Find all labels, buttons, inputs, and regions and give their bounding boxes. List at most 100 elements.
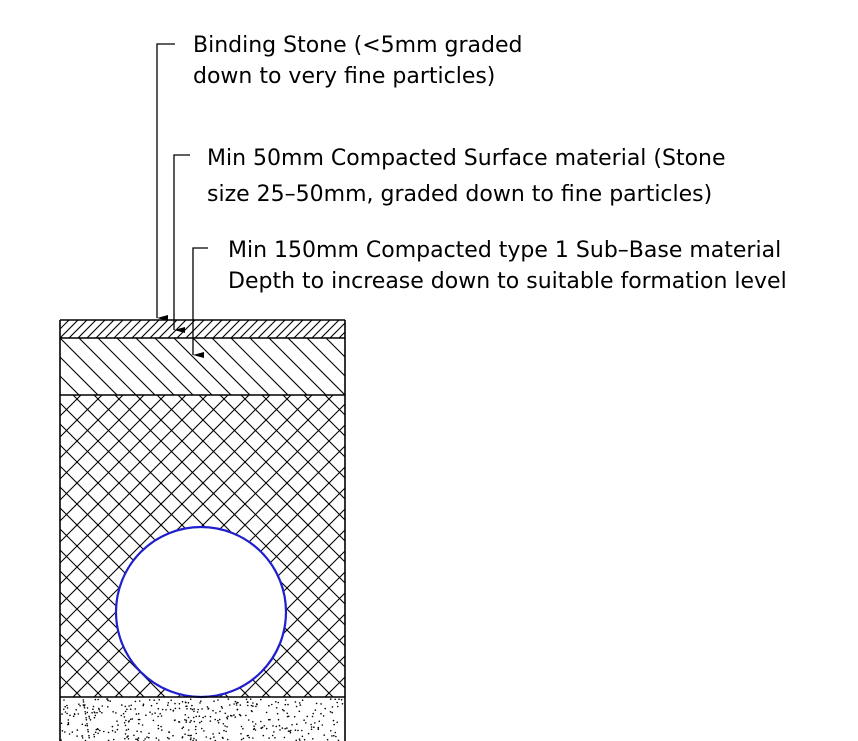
bedding-dot [99, 729, 101, 732]
bedding-dot [206, 706, 209, 708]
subbase-hatch-line [556, 395, 858, 697]
bedding-dot [294, 729, 297, 731]
bedding-dot [92, 705, 95, 708]
bedding-dot [296, 723, 298, 725]
subbase-hatch-line [598, 395, 858, 697]
bedding-dot [174, 702, 176, 705]
subbase-hatch-line [240, 395, 345, 500]
bedding-dot [189, 698, 192, 700]
bedding-dot [254, 723, 257, 725]
bedding-dot [161, 708, 164, 711]
bedding-dot [124, 710, 127, 713]
bedding-dot [314, 722, 316, 724]
bedding-dot [195, 732, 197, 735]
bedding-dot [246, 734, 249, 737]
bedding-dot [174, 719, 176, 721]
binding-hatch-line [221, 320, 241, 338]
bedding-dot [301, 729, 303, 732]
binding-hatch-line [275, 320, 295, 338]
binding-hatch-line [194, 320, 214, 338]
bedding-dot [195, 725, 197, 728]
bedding-dot [127, 728, 130, 731]
bedding-dot [217, 699, 219, 701]
bedding-dot [334, 698, 337, 701]
subbase-hatch-line [60, 395, 61, 396]
bedding-dot [116, 728, 119, 731]
bedding-dot [313, 726, 315, 728]
subbase-hatch-line [472, 395, 774, 697]
bedding-dot [222, 723, 225, 725]
bedding-dot [67, 719, 70, 721]
bedding-dot [82, 701, 85, 703]
bedding-dot [98, 707, 100, 710]
surface-hatch-line [230, 338, 289, 395]
subbase-hatch-line [514, 395, 816, 697]
bedding-dots [60, 698, 344, 741]
bedding-dot [220, 705, 223, 708]
surface-hatch-line [211, 338, 270, 395]
binding-stone-hatch [33, 320, 345, 338]
bedding-dot [283, 736, 286, 739]
bedding-dot [269, 718, 271, 721]
bedding-dot [167, 704, 169, 706]
subbase-hatch-line [60, 696, 61, 697]
bedding-dot [122, 712, 125, 715]
bedding-dot [187, 702, 190, 704]
bedding-dot [298, 710, 301, 713]
bedding-dot [239, 704, 242, 706]
bedding-dot [215, 712, 217, 714]
bedding-dot [226, 716, 228, 719]
bedding-dot [135, 713, 138, 715]
subbase-hatch-line [282, 395, 345, 458]
binding-hatch-line [311, 320, 331, 338]
binding-hatch-line [338, 331, 345, 338]
subbase-hatch-line [60, 395, 166, 501]
subbase-hatch-line [514, 395, 816, 697]
bedding-dot [200, 700, 202, 702]
bedding-dot [82, 699, 85, 701]
bedding-dot [338, 698, 340, 700]
bedding-dot [301, 735, 304, 738]
subbase-hatch-line [60, 395, 103, 438]
bedding-dot [289, 731, 292, 734]
subbase-hatch-line [388, 395, 690, 697]
surface-hatch-line [402, 338, 459, 395]
bedding-dot [281, 708, 284, 711]
bedding-dot [253, 725, 255, 727]
bedding-dot [321, 724, 324, 726]
binding-hatch-line [33, 320, 51, 338]
bedding-dot [187, 716, 190, 719]
subbase-hatch-line [0, 395, 39, 697]
subbase-hatch-line [430, 395, 732, 697]
bedding-dot [106, 698, 109, 700]
bedding-dot [84, 704, 86, 706]
bedding-dot [66, 712, 68, 715]
bedding-dot [274, 737, 276, 739]
bedding-dot [281, 727, 284, 729]
bedding-dot [126, 708, 128, 711]
bedding-dot [197, 708, 199, 711]
callout-surface-line1: Min 50mm Compacted Surface material (Sto… [207, 146, 726, 171]
bedding-dot [224, 712, 227, 715]
bedding-dot [203, 730, 205, 732]
bedding-dot [337, 705, 339, 708]
bedding-dot [88, 736, 90, 739]
bedding-dot [196, 711, 199, 713]
callout-subbase-line2: Depth to increase down to suitable forma… [228, 269, 787, 294]
subbase-hatch-line [114, 395, 345, 626]
bedding-dot [94, 731, 97, 734]
subbase-hatch-line [198, 395, 345, 542]
binding-hatch-line [140, 320, 160, 338]
binding-hatch-line [248, 320, 268, 338]
bedding-dot [157, 727, 160, 730]
bedding-dot [78, 703, 80, 705]
surface-hatch-line [306, 338, 345, 377]
bedding-dot [310, 723, 312, 726]
bedding-dot [157, 724, 160, 727]
bedding-dot [191, 708, 194, 711]
bedding-dot [277, 718, 280, 721]
bedding-dot [252, 705, 254, 707]
bedding-dot [115, 712, 117, 714]
bedding-dot [142, 704, 144, 707]
surface-hatch-line [192, 338, 251, 395]
